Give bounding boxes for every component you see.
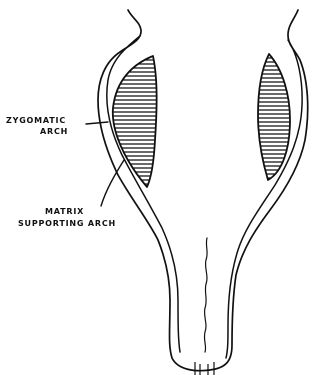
skull-inner-outline-right [226,40,302,358]
midline-seam [204,238,207,352]
zygomatic-arch-label-line1: ZYGOMATIC [6,116,66,126]
matrix-arch-leader [101,160,124,206]
right-zygomatic-arch-outline [258,54,290,180]
zygomatic-arch-leader [86,122,108,124]
matrix-arch-label-line1: MATRIX [45,207,84,217]
matrix-arch-label-line2: SUPPORTING ARCH [18,219,116,229]
stem-lines [195,362,214,375]
zygomatic-arch-label-line2: ARCH [40,127,68,137]
